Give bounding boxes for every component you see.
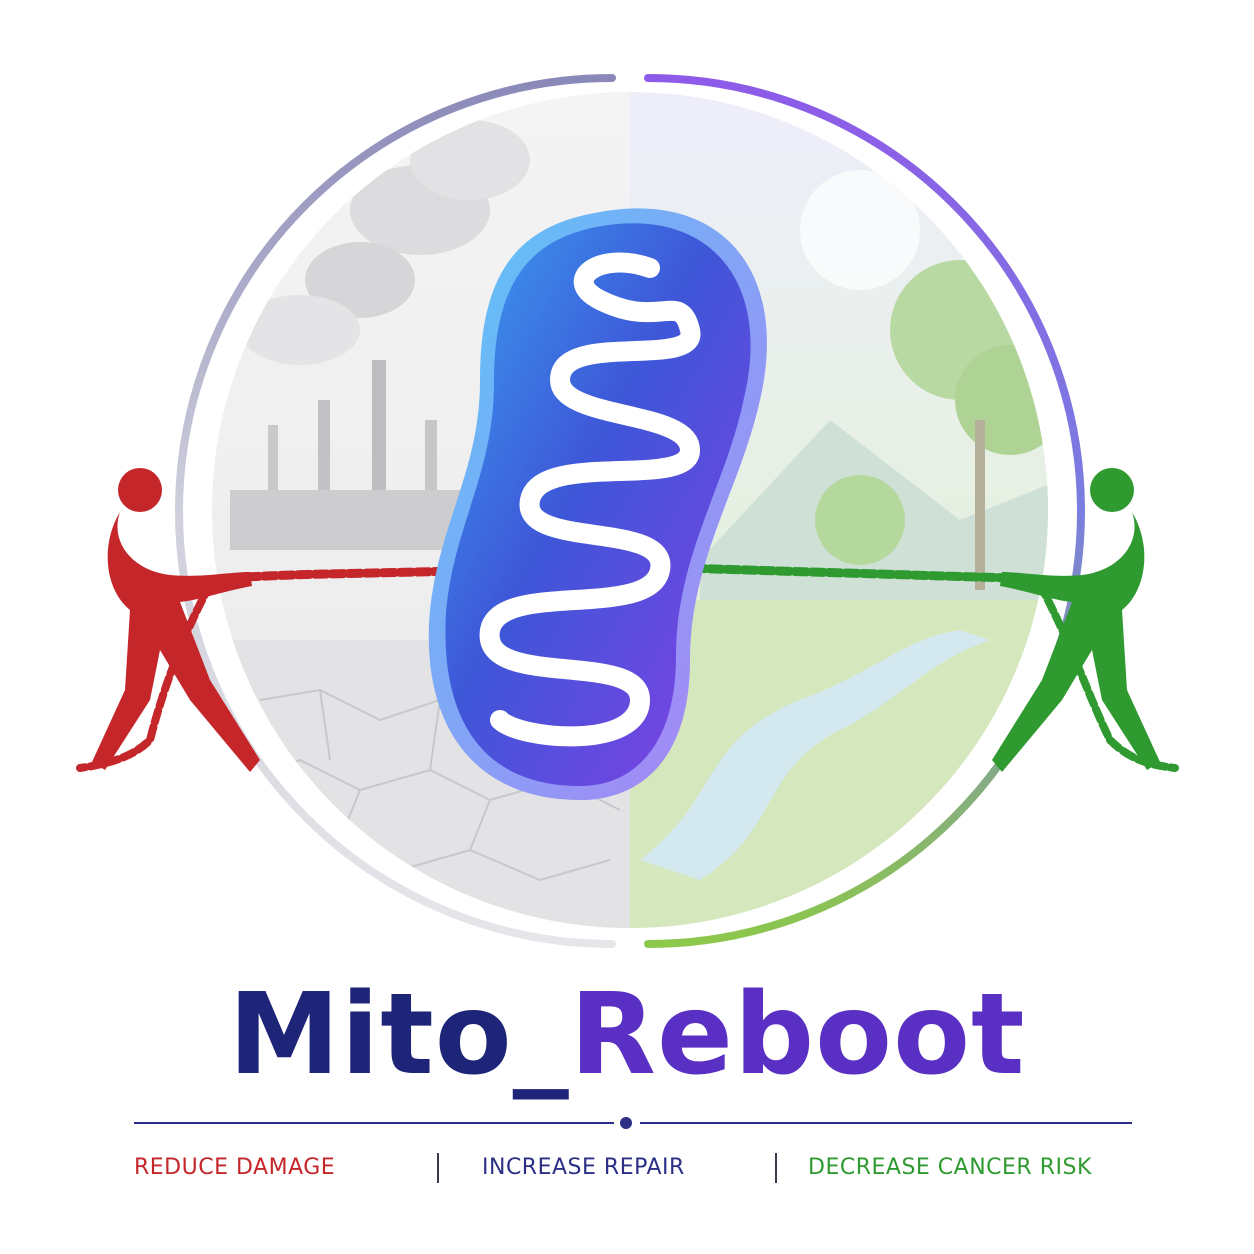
logo-illustration xyxy=(76,74,1179,948)
ring-right xyxy=(644,74,1085,948)
tagline-separator xyxy=(775,1153,777,1183)
tagline-increase-repair: INCREASE REPAIR xyxy=(482,1155,685,1180)
tagline-reduce-damage: REDUCE DAMAGE xyxy=(134,1155,336,1180)
brand-wordmark: Mito_Reboot xyxy=(0,960,1254,1110)
divider-line-left xyxy=(134,1122,614,1124)
tagline-separator xyxy=(437,1153,439,1183)
ring-left xyxy=(175,74,616,948)
red-tug-figure-icon xyxy=(92,468,260,772)
brand-name-part2: Reboot xyxy=(569,970,1026,1100)
divider-line-right xyxy=(640,1122,1132,1124)
brand-name-part1: Mito_ xyxy=(228,970,570,1100)
tagline: REDUCE DAMAGE INCREASE REPAIR DECREASE C… xyxy=(0,1145,1254,1195)
green-tug-figure-icon xyxy=(992,468,1160,772)
divider-dot xyxy=(620,1117,632,1129)
mitochondrion-icon xyxy=(428,208,767,800)
tagline-decrease-cancer-risk: DECREASE CANCER RISK xyxy=(808,1155,1092,1180)
